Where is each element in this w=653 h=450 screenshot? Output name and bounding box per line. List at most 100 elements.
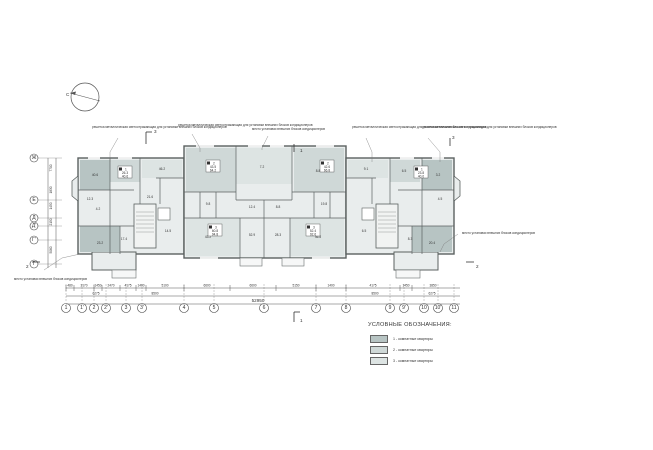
room-area: 9.1 (364, 167, 369, 171)
dim-value: 4175 (124, 284, 131, 288)
axis-bubble-col (61, 303, 71, 313)
apartment-tags: 126.340.6243.564.2242.666.8360.894.8352.… (117, 159, 429, 236)
axis-label-col: 11 (451, 305, 456, 311)
apartment-rooms: 3 (313, 226, 315, 230)
axis-label-col: 9' (402, 305, 406, 311)
axis-bubble-col (449, 303, 459, 313)
axis-bubble-col (89, 303, 99, 313)
room-area: 12.4 (249, 205, 255, 209)
axis-label-col: 6 (263, 305, 266, 311)
room-area: 4.5 (438, 197, 443, 201)
note-ac-place-3: место установки внешних блоков кондицион… (462, 231, 535, 235)
axis-bubble-col (101, 303, 111, 313)
room-area: 28.3 (275, 233, 281, 237)
room-area: 17.4 (121, 237, 127, 241)
axis-bubble-row (29, 153, 39, 163)
axis-label-col: 2' (104, 305, 108, 311)
axis-bubble-col (433, 303, 443, 313)
dim-left-value: 5060 (49, 246, 53, 253)
axis-label-col: 10' (435, 305, 442, 311)
axis-label-row: Д (32, 215, 36, 221)
legend-item-3room: 3 - комнатные квартиры (370, 356, 433, 365)
room-area: 8.8 (276, 205, 281, 209)
section-mark-1-top: 1 (300, 148, 303, 153)
apartment-tag-mark (307, 225, 310, 229)
room-area: 46.2 (159, 167, 165, 171)
room-area: 19.8 (321, 202, 327, 206)
dim-value: 1450 (94, 284, 101, 288)
axis-label-col: 3 (125, 305, 128, 311)
room-area: 8.8 (316, 169, 321, 173)
axis-bubble-col (311, 303, 321, 313)
room-area: 8.3 (408, 237, 413, 241)
note-grille-2: решетка металлическая светоотражающая дл… (178, 123, 313, 127)
apartment-living-area: 43.5 (210, 165, 216, 169)
legend-item-2room: 2 - комнатные квартиры (370, 345, 433, 354)
dim-value-sum: 6275 (92, 292, 99, 296)
dim-value: 6600 (249, 284, 256, 288)
note-ac-place-2: место установки внешних блоков кондицион… (14, 277, 87, 281)
axis-label-col: 1' (80, 305, 84, 311)
axis-label-col: 8 (345, 305, 348, 311)
axis-bubble-row (29, 221, 39, 231)
axis-label-col: 7 (315, 305, 318, 311)
apartment-total-area: 92.6 (310, 232, 316, 236)
axis-label-row: Г (33, 261, 36, 267)
north-label: С (66, 92, 70, 97)
apartment-rooms: 1 (125, 168, 127, 172)
apartment-living-area: 52.4 (310, 229, 316, 233)
apartment-tag-mark (207, 161, 210, 165)
dim-value: 3850 (429, 284, 436, 288)
room-area: 7.2 (260, 165, 265, 169)
section-mark-1: 1 (300, 318, 303, 323)
legend-swatch-3room (370, 356, 388, 365)
axis-bubble-col (179, 303, 189, 313)
axis-label-row: Ж (32, 155, 37, 161)
note-grille-1: решетка металлическая светоотражающая дл… (92, 125, 227, 129)
dim-value: 480 (67, 284, 73, 288)
axis-label-row: Д' (32, 223, 36, 229)
dim-value: 5150 (292, 284, 299, 288)
apartment-total-area: 66.8 (324, 168, 330, 172)
axis-bubble-col (259, 303, 269, 313)
apartment-total-area: 40.0 (418, 174, 424, 178)
apartment-tag-mark (415, 167, 418, 171)
dim-value-sum: 8500 (151, 292, 158, 296)
dim-value: 2470 (107, 284, 114, 288)
room-area: 43.2 (205, 235, 211, 239)
apartment-living-area: 60.8 (212, 229, 218, 233)
legend-label-1room: 1 - комнатные квартиры (393, 336, 433, 341)
room-area: 4.2 (96, 207, 101, 211)
room-area: 21.6 (147, 195, 153, 199)
legend-swatch-1room (370, 334, 388, 343)
axis-label-col: 5 (213, 305, 216, 311)
dim-value: 4175 (369, 284, 376, 288)
dim-value: 3170 (80, 284, 87, 288)
room-area: 20.4 (429, 241, 435, 245)
axis-bubble-col (121, 303, 131, 313)
apartment-rooms: 2 (213, 162, 215, 166)
dim-left-value: 7700 (49, 164, 53, 171)
axis-label-row: Е (32, 197, 36, 203)
stair-cores (133, 203, 399, 249)
axis-bubble-col (209, 303, 219, 313)
room-area: 52.9 (249, 233, 255, 237)
section-mark-2-right: 2 (476, 264, 479, 269)
room-area: 9.8 (206, 202, 211, 206)
dim-value: 5100 (161, 284, 168, 288)
axis-label-col: 4 (183, 305, 186, 311)
axis-bubble-row (29, 195, 39, 205)
axis-label-col: 9 (389, 305, 392, 311)
room-area: 46.8 (315, 235, 321, 239)
legend-label-3room: 3 - комнатные квартиры (393, 358, 433, 363)
dim-value: 1400 (137, 284, 144, 288)
dim-left-value: 2150 (49, 218, 53, 225)
room-area: 3.2 (436, 173, 441, 177)
room-area: 6.5 (402, 169, 407, 173)
axis-label-col: 3' (140, 305, 144, 311)
legend-item-1room: 1 - комнатные квартиры (370, 334, 433, 343)
apartment-rooms: 2 (327, 162, 329, 166)
